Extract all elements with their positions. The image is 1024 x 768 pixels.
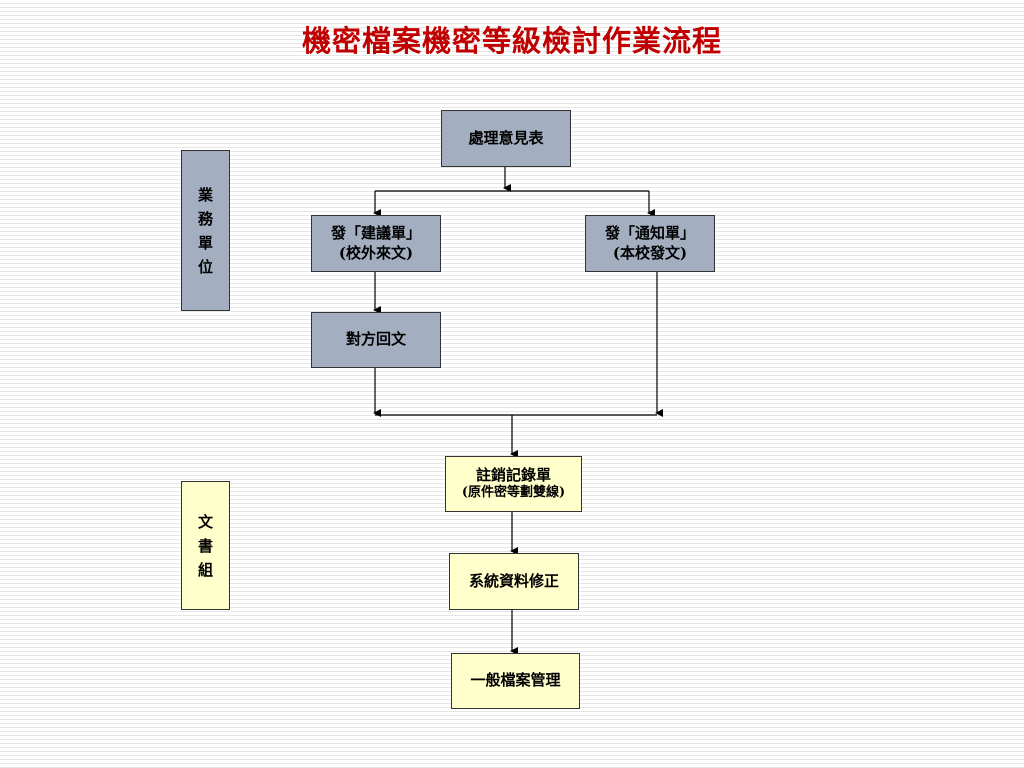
node-notice-form-line1: 發「通知單」 bbox=[604, 224, 695, 242]
node-opinion-form-label: 處理意見表 bbox=[468, 128, 544, 147]
node-cancel-record-line2: (原件密等劃雙線) bbox=[461, 485, 566, 501]
node-suggestion-form-line1: 發「建議單」 bbox=[330, 224, 421, 242]
node-general-archive-label: 一般檔案管理 bbox=[470, 671, 561, 690]
node-reply-label: 對方回文 bbox=[345, 330, 406, 349]
lane-document-section: 文書組 bbox=[181, 481, 230, 610]
node-cancel-record-line1: 註銷記錄單 bbox=[475, 465, 551, 484]
node-cancel-record: 註銷記錄單 (原件密等劃雙線) bbox=[445, 456, 582, 512]
node-system-update: 系統資料修正 bbox=[449, 553, 579, 610]
page-title: 機密檔案機密等級檢討作業流程 bbox=[301, 24, 722, 58]
node-general-archive: 一般檔案管理 bbox=[451, 653, 580, 709]
node-notice-form-line2: (本校發文) bbox=[612, 243, 688, 262]
node-suggestion-form-line2: (校外來文) bbox=[338, 243, 414, 262]
node-opinion-form: 處理意見表 bbox=[441, 110, 571, 167]
node-reply: 對方回文 bbox=[311, 312, 441, 368]
lane-business-unit: 業務單位 bbox=[181, 150, 230, 311]
node-notice-form: 發「通知單」 (本校發文) bbox=[585, 215, 715, 272]
node-system-update-label: 系統資料修正 bbox=[468, 571, 559, 590]
lane-document-section-label: 文書組 bbox=[197, 512, 213, 579]
lane-business-unit-label: 業務單位 bbox=[197, 185, 213, 276]
node-suggestion-form: 發「建議單」 (校外來文) bbox=[311, 215, 441, 272]
